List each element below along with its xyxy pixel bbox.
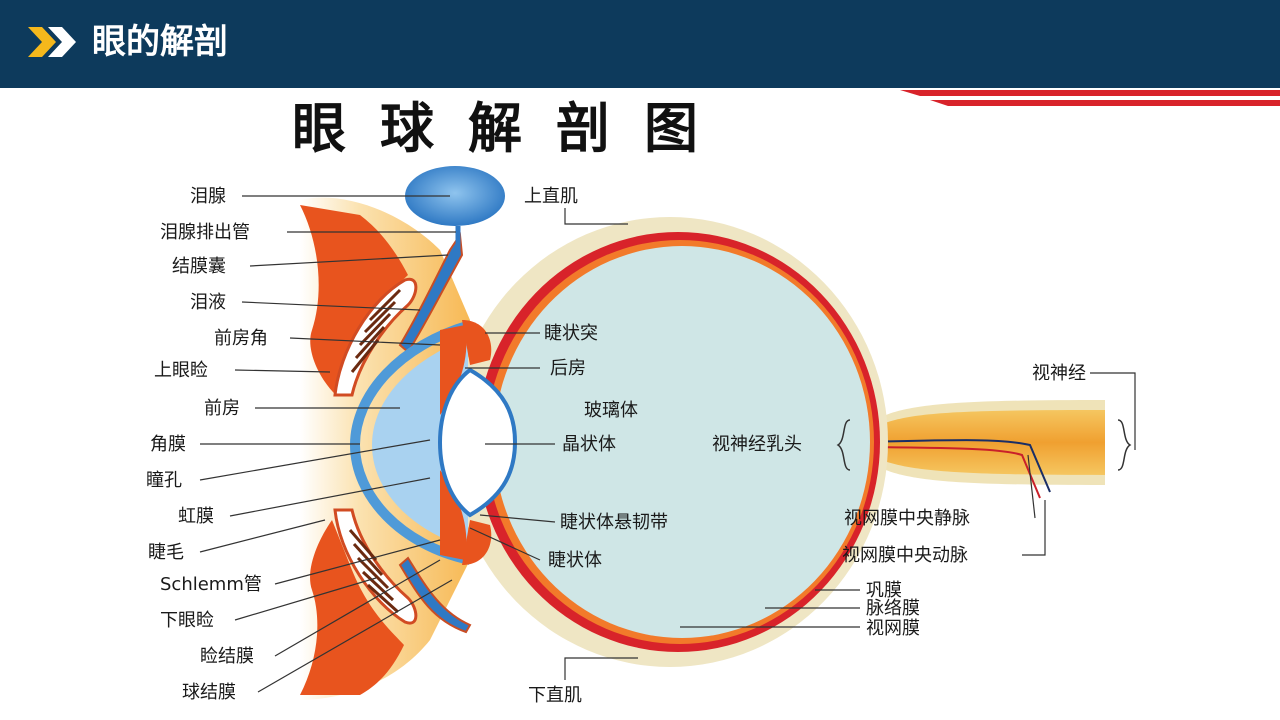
label-cornea: 角膜 xyxy=(150,434,186,455)
optic-disc-bracket xyxy=(836,419,851,471)
label-optic-nerve: 视神经 xyxy=(1032,363,1086,384)
label-anterior-chamber-angle: 前房角 xyxy=(214,328,268,349)
label-bulbar-conjunctiva: 球结膜 xyxy=(182,682,236,703)
label-sclera: 巩膜 xyxy=(866,580,902,601)
lower-conjunctiva xyxy=(398,556,472,634)
label-central-retinal-artery: 视网膜中央动脉 xyxy=(842,545,968,566)
label-anterior-chamber: 前房 xyxy=(204,398,240,419)
label-retina: 视网膜 xyxy=(866,618,920,639)
label-iris: 虹膜 xyxy=(178,506,214,527)
header-bar: 眼的解剖 xyxy=(0,0,1280,88)
diagram-title: 眼球解剖图 xyxy=(292,96,732,160)
upper-conjunctiva xyxy=(398,232,464,354)
label-superior-rectus: 上直肌 xyxy=(524,186,578,207)
upper-ciliary-body xyxy=(462,320,492,365)
label-posterior-chamber: 后房 xyxy=(550,358,586,379)
lower-iris xyxy=(440,470,467,560)
label-choroid: 脉络膜 xyxy=(866,598,920,619)
leader-lines xyxy=(199,195,1136,693)
label-lacrimal-gland: 泪腺 xyxy=(190,186,226,207)
eyeball xyxy=(452,217,888,667)
double-chevron-icon xyxy=(28,27,76,57)
label-zonule: 睫状体悬韧带 xyxy=(560,512,668,533)
optic-nerve-shape xyxy=(860,400,1105,499)
upper-iris xyxy=(440,325,467,415)
lower-ciliary-body xyxy=(462,520,492,565)
label-lens: 晶状体 xyxy=(562,434,616,455)
optic-nerve-bracket xyxy=(1117,419,1132,471)
label-ciliary-process: 睫状突 xyxy=(544,323,598,344)
lower-eyelid-shape xyxy=(333,508,418,625)
label-inferior-rectus: 下直肌 xyxy=(528,685,582,706)
label-lower-eyelid: 下眼睑 xyxy=(160,610,214,631)
label-ciliary-body: 睫状体 xyxy=(548,550,602,571)
label-vitreous: 玻璃体 xyxy=(584,400,638,421)
label-upper-eyelid: 上眼睑 xyxy=(154,360,208,381)
label-schlemm-canal: Schlemm管 xyxy=(160,574,262,595)
label-optic-disc: 视神经乳头 xyxy=(712,434,802,455)
label-lacrimal-duct: 泪腺排出管 xyxy=(160,222,250,243)
label-central-retinal-vein: 视网膜中央静脉 xyxy=(844,508,970,529)
cornea-shape xyxy=(349,320,472,565)
header-accent-stripe xyxy=(900,90,1280,106)
label-palpebral-conjunctiva: 睑结膜 xyxy=(200,646,254,667)
label-conjunctival-sac: 结膜囊 xyxy=(172,256,226,277)
lacrimal-gland-shape xyxy=(405,166,505,226)
label-pupil: 瞳孔 xyxy=(146,470,182,491)
label-tears: 泪液 xyxy=(190,292,226,313)
page-title: 眼的解剖 xyxy=(92,22,228,62)
upper-eyelid-shape xyxy=(333,277,418,397)
label-eyelash: 睫毛 xyxy=(148,542,184,563)
lens-shape xyxy=(438,367,518,518)
